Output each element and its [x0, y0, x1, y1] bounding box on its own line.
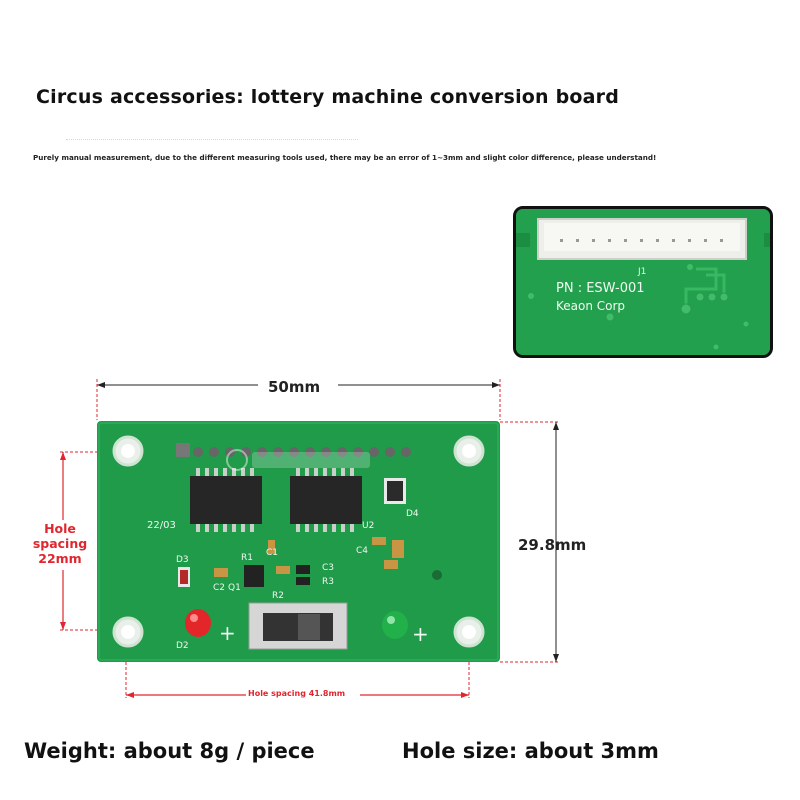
silk-u2: U2 [362, 521, 374, 531]
mounting-hole [112, 435, 144, 467]
height-label: 29.8mm [518, 536, 587, 554]
ic-chip-right [290, 468, 362, 532]
divider [66, 139, 358, 140]
vertical-hole-spacing-label: Hole spacing 22mm [22, 521, 98, 566]
inset-closeup-photo: J1 PN : ESW-001 Keaon Corp [513, 206, 773, 358]
weight-spec: Weight: about 8g / piece [24, 739, 315, 763]
slide-switch [248, 602, 348, 650]
silk-d2: D2 [176, 641, 189, 651]
hole-size-spec: Hole size: about 3mm [402, 739, 659, 763]
mounting-hole [112, 616, 144, 648]
silk-d3: D3 [176, 555, 189, 565]
silk-c2: C2 [213, 583, 225, 593]
width-dimension-line [96, 377, 501, 420]
silk-date: 22/03 [147, 520, 176, 531]
green-led [382, 611, 408, 639]
header-pins [176, 443, 411, 457]
mounting-hole [453, 435, 485, 467]
silk-c4: C4 [356, 546, 368, 556]
red-led [185, 609, 211, 637]
silk-r2: R2 [272, 591, 284, 601]
measurement-note: Purely manual measurement, due to the di… [33, 153, 657, 162]
inset-board-drawing: J1 PN : ESW-001 Keaon Corp [516, 209, 770, 355]
hole-spacing-line3: 22mm [38, 551, 82, 566]
inset-maker: Keaon Corp [556, 299, 625, 313]
inset-connector-label: J1 [637, 267, 646, 277]
pcb-board: C1 C2 C3 C4 R1 R2 R3 D2 D3 D4 Q1 U2 22/0… [97, 421, 500, 662]
silk-d4: D4 [406, 509, 419, 519]
hole-spacing-line2: spacing [32, 536, 88, 551]
diode-d4 [384, 478, 406, 504]
silk-q1: Q1 [228, 583, 241, 593]
horizontal-hole-spacing-label: Hole spacing 41.8mm [248, 689, 346, 698]
width-label: 50mm [268, 378, 321, 396]
horizontal-hole-spacing-line [125, 632, 470, 702]
hole-spacing-line1: Hole [44, 521, 76, 536]
inset-part-number: PN : ESW-001 [556, 281, 645, 296]
silk-r3: R3 [322, 577, 334, 587]
watermark-logo [226, 449, 370, 471]
silk-plus-right: + [412, 622, 429, 646]
silk-c1: C1 [266, 548, 278, 558]
ic-chip-left [190, 468, 262, 532]
page-title: Circus accessories: lottery machine conv… [36, 86, 620, 108]
silk-plus-left: + [219, 621, 236, 645]
height-dimension-line [500, 421, 560, 663]
mounting-hole [453, 616, 485, 648]
silk-c3: C3 [322, 563, 334, 573]
smd-components [178, 537, 442, 587]
vertical-hole-spacing-line [30, 451, 128, 631]
silk-r1: R1 [241, 553, 253, 563]
